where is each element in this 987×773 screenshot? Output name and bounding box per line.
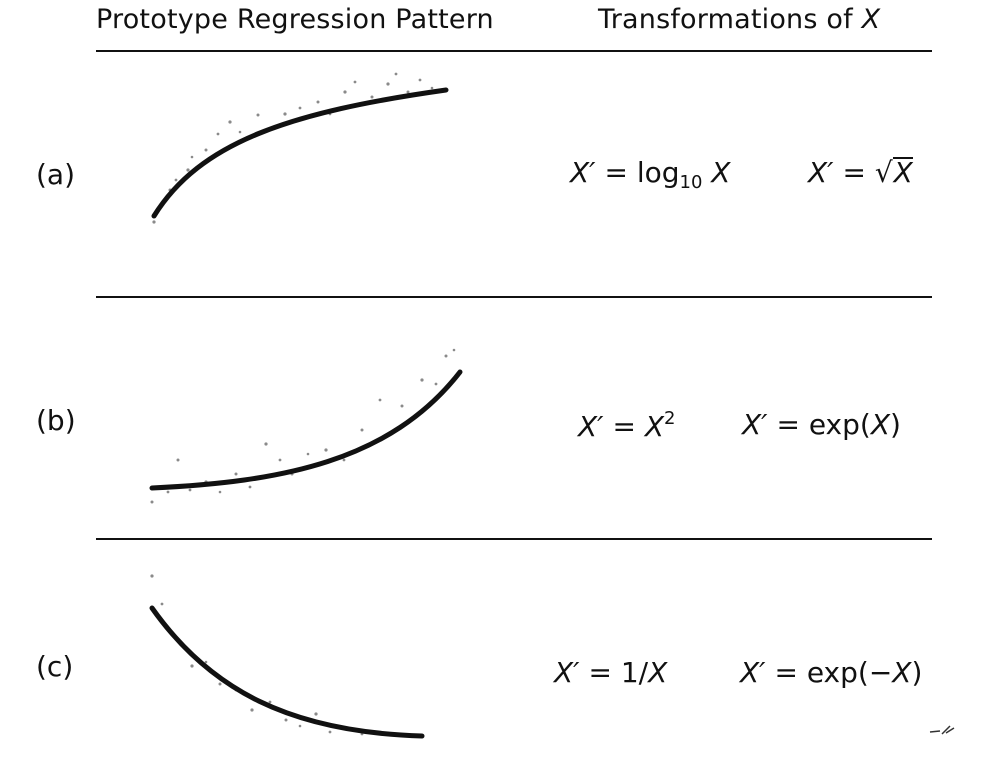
transform-a-log-arg: X <box>702 156 731 189</box>
pattern-b-curve <box>149 369 463 491</box>
transform-b-exp-arg: X <box>870 408 891 441</box>
row-label-c: (c) <box>36 650 74 683</box>
pattern-a-plot <box>151 72 449 224</box>
transform-b-exp-close: ) <box>890 408 901 441</box>
transform-a-sqrt-lhs: X′ <box>808 156 834 189</box>
scan-mark <box>929 725 955 735</box>
row-label-b: (b) <box>36 404 76 437</box>
transform-c-exp-neg: X′ = exp(−X) <box>740 656 922 689</box>
pattern-b-plot <box>149 348 463 504</box>
pattern-b-scatter <box>150 348 456 504</box>
transform-a-sqrt: X′ = √X <box>808 156 913 189</box>
transform-b-square-lhs: X′ <box>578 410 604 443</box>
pattern-c-curve <box>149 605 425 739</box>
row-b: (b) X′ = X2 X′ = exp(X) <box>0 298 987 538</box>
pattern-c-scatter <box>150 574 364 736</box>
transform-c-recip-num: 1/ <box>620 656 649 689</box>
header-right-text: Transformations of <box>598 4 862 35</box>
transform-c-recip-lhs: X′ <box>554 656 580 689</box>
transform-a-sqrt-arg: X <box>892 156 913 189</box>
transform-a-sqrt-eq: = <box>833 156 875 189</box>
transform-b-square: X′ = X2 <box>578 408 675 443</box>
transform-c-exp-close: ) <box>911 656 923 689</box>
transform-b-exp-fn: exp( <box>808 408 871 441</box>
row-c: (c) X′ = 1/X X′ = exp(−X) <box>0 540 987 773</box>
sqrt-symbol: √X <box>875 156 913 189</box>
transform-c-recip-eq: = <box>579 656 621 689</box>
pattern-c-plot <box>149 574 425 739</box>
transform-b-square-base: X <box>644 410 664 443</box>
header-transformations: Transformations of X <box>598 4 880 35</box>
transform-b-square-exp: 2 <box>664 408 676 429</box>
transform-c-reciprocal: X′ = 1/X <box>554 656 667 689</box>
rule-b-c <box>96 538 932 540</box>
rule-a-b <box>96 296 932 298</box>
transform-b-exp-lhs: X′ <box>742 408 768 441</box>
transform-b-exp: X′ = exp(X) <box>742 408 901 441</box>
transform-c-exp-eq: = <box>765 656 807 689</box>
transform-c-exp-lhs: X′ <box>740 656 766 689</box>
pattern-a-curve <box>151 87 449 219</box>
transform-c-recip-arg: X <box>648 656 668 689</box>
transform-a-log-eq: = <box>595 156 637 189</box>
row-label-a: (a) <box>36 158 76 191</box>
transform-a-log-base: 10 <box>679 172 703 193</box>
transform-a-log-lhs: X′ <box>570 156 596 189</box>
transform-a-log-fn: log <box>636 156 680 189</box>
row-a: (a) X′ = log10 X X′ = √X <box>0 52 987 296</box>
pattern-a-scatter <box>152 72 434 224</box>
transform-c-exp-fn: exp(− <box>806 656 893 689</box>
transform-b-square-eq: = <box>603 410 645 443</box>
header-left-text: Prototype Regression Pattern <box>96 4 494 35</box>
header-right-var: X <box>861 4 881 35</box>
transform-c-exp-arg: X <box>892 656 912 689</box>
transform-b-exp-eq: = <box>767 408 809 441</box>
header-prototype-pattern: Prototype Regression Pattern <box>96 4 494 35</box>
transform-a-log: X′ = log10 X <box>570 156 731 193</box>
transform-a-sqrt-radical: √ <box>874 156 893 189</box>
rule-top <box>96 50 932 52</box>
